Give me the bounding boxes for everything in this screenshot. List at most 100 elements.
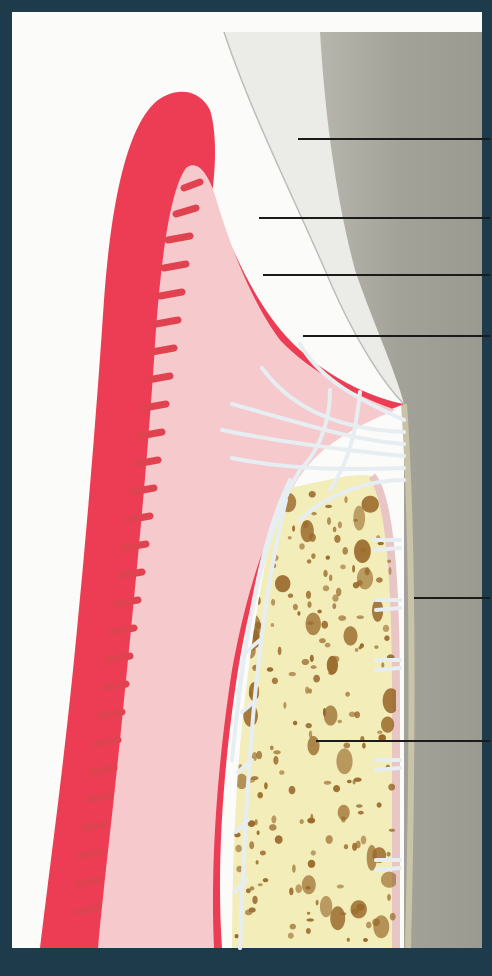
bone-pore xyxy=(309,533,316,542)
bone-pore xyxy=(311,512,316,515)
bone-pore xyxy=(389,829,395,832)
bone-pore xyxy=(337,720,342,723)
bone-pore xyxy=(308,688,312,693)
bone-pore xyxy=(377,731,382,734)
bone-pore xyxy=(252,896,257,904)
bone-pore xyxy=(351,900,367,918)
bone-pore xyxy=(332,603,336,609)
bone-pore xyxy=(288,933,294,939)
bone-pore xyxy=(333,527,337,533)
bone-pore xyxy=(272,678,278,685)
bone-pore xyxy=(354,778,362,782)
bone-pore xyxy=(347,938,350,942)
bone-pore xyxy=(271,623,275,627)
bone-pore xyxy=(256,860,259,864)
bone-pore xyxy=(292,525,295,531)
bone-pore xyxy=(264,782,268,789)
bone-pore xyxy=(311,665,317,669)
bone-pore xyxy=(320,896,332,917)
bone-pore xyxy=(303,521,309,528)
bone-pore xyxy=(333,785,340,792)
bone-pore xyxy=(278,647,282,656)
bone-pore xyxy=(309,731,312,738)
bone-pore xyxy=(376,577,383,582)
bone-pore xyxy=(235,845,242,853)
bone-pore xyxy=(263,878,269,882)
bone-pore xyxy=(300,819,304,824)
bone-pore xyxy=(271,815,276,823)
bone-pore xyxy=(326,556,330,560)
bone-pore xyxy=(250,886,255,890)
bone-pore xyxy=(307,559,312,563)
bone-pore xyxy=(353,506,365,531)
bone-pore xyxy=(319,638,326,643)
bone-pore xyxy=(336,588,341,597)
bone-pore xyxy=(323,585,329,591)
bone-pore xyxy=(329,575,332,582)
bone-pore xyxy=(359,646,362,649)
bone-pore xyxy=(377,802,382,807)
bone-pore xyxy=(306,613,321,636)
bone-pore xyxy=(299,543,305,549)
bone-pore xyxy=(336,748,352,774)
bone-pore xyxy=(337,885,344,889)
bone-pore xyxy=(310,814,313,822)
bone-pore xyxy=(273,756,278,765)
bone-pore xyxy=(338,615,346,621)
bone-pore xyxy=(273,750,281,754)
bone-pore xyxy=(373,915,389,938)
bone-pore xyxy=(257,831,260,836)
bone-pore xyxy=(307,912,310,915)
bone-pore xyxy=(311,850,316,855)
bone-pore xyxy=(342,547,348,555)
bone-pore xyxy=(275,575,290,592)
bone-pore xyxy=(258,883,263,886)
bone-pore xyxy=(325,643,331,648)
bone-pore xyxy=(288,594,293,598)
bone-pore xyxy=(295,884,302,893)
bone-pore xyxy=(387,852,391,857)
bone-pore xyxy=(390,913,396,921)
bone-pore xyxy=(363,938,368,942)
bone-pore xyxy=(311,553,315,559)
bone-pore xyxy=(362,743,366,749)
bone-pore xyxy=(389,567,392,575)
bone-pore xyxy=(308,736,320,755)
bone-pore xyxy=(271,599,275,606)
bone-pore xyxy=(327,517,331,525)
bone-pore xyxy=(292,864,296,872)
bone-pore xyxy=(352,565,355,573)
bone-pore xyxy=(306,918,314,921)
bone-pore xyxy=(345,692,350,697)
bone-pore xyxy=(344,496,347,503)
bone-pore xyxy=(326,835,333,844)
bone-pore xyxy=(356,804,363,808)
bone-pore xyxy=(338,521,342,528)
bone-pore xyxy=(381,872,398,888)
bone-pore xyxy=(358,811,364,815)
bone-pore xyxy=(347,780,352,783)
bone-pore xyxy=(270,746,274,751)
bone-pore xyxy=(340,565,346,570)
bone-pore xyxy=(383,625,389,632)
bone-pore xyxy=(309,491,316,498)
bone-pore xyxy=(307,601,311,608)
bone-pore xyxy=(332,656,340,663)
bone-pore xyxy=(283,702,286,709)
bone-pore xyxy=(343,743,350,749)
bone-pore xyxy=(367,845,377,871)
bone-pore xyxy=(290,924,296,930)
bone-pore xyxy=(306,591,311,599)
bone-pore xyxy=(341,816,346,822)
bone-pore xyxy=(269,824,277,831)
bone-pore xyxy=(324,781,332,785)
bone-pore xyxy=(317,610,321,614)
bone-pore xyxy=(374,645,378,648)
bone-pore xyxy=(306,928,311,934)
bone-pore xyxy=(321,621,328,629)
bone-pore xyxy=(302,875,316,894)
bone-pore xyxy=(297,611,300,615)
bone-pore xyxy=(330,906,345,930)
